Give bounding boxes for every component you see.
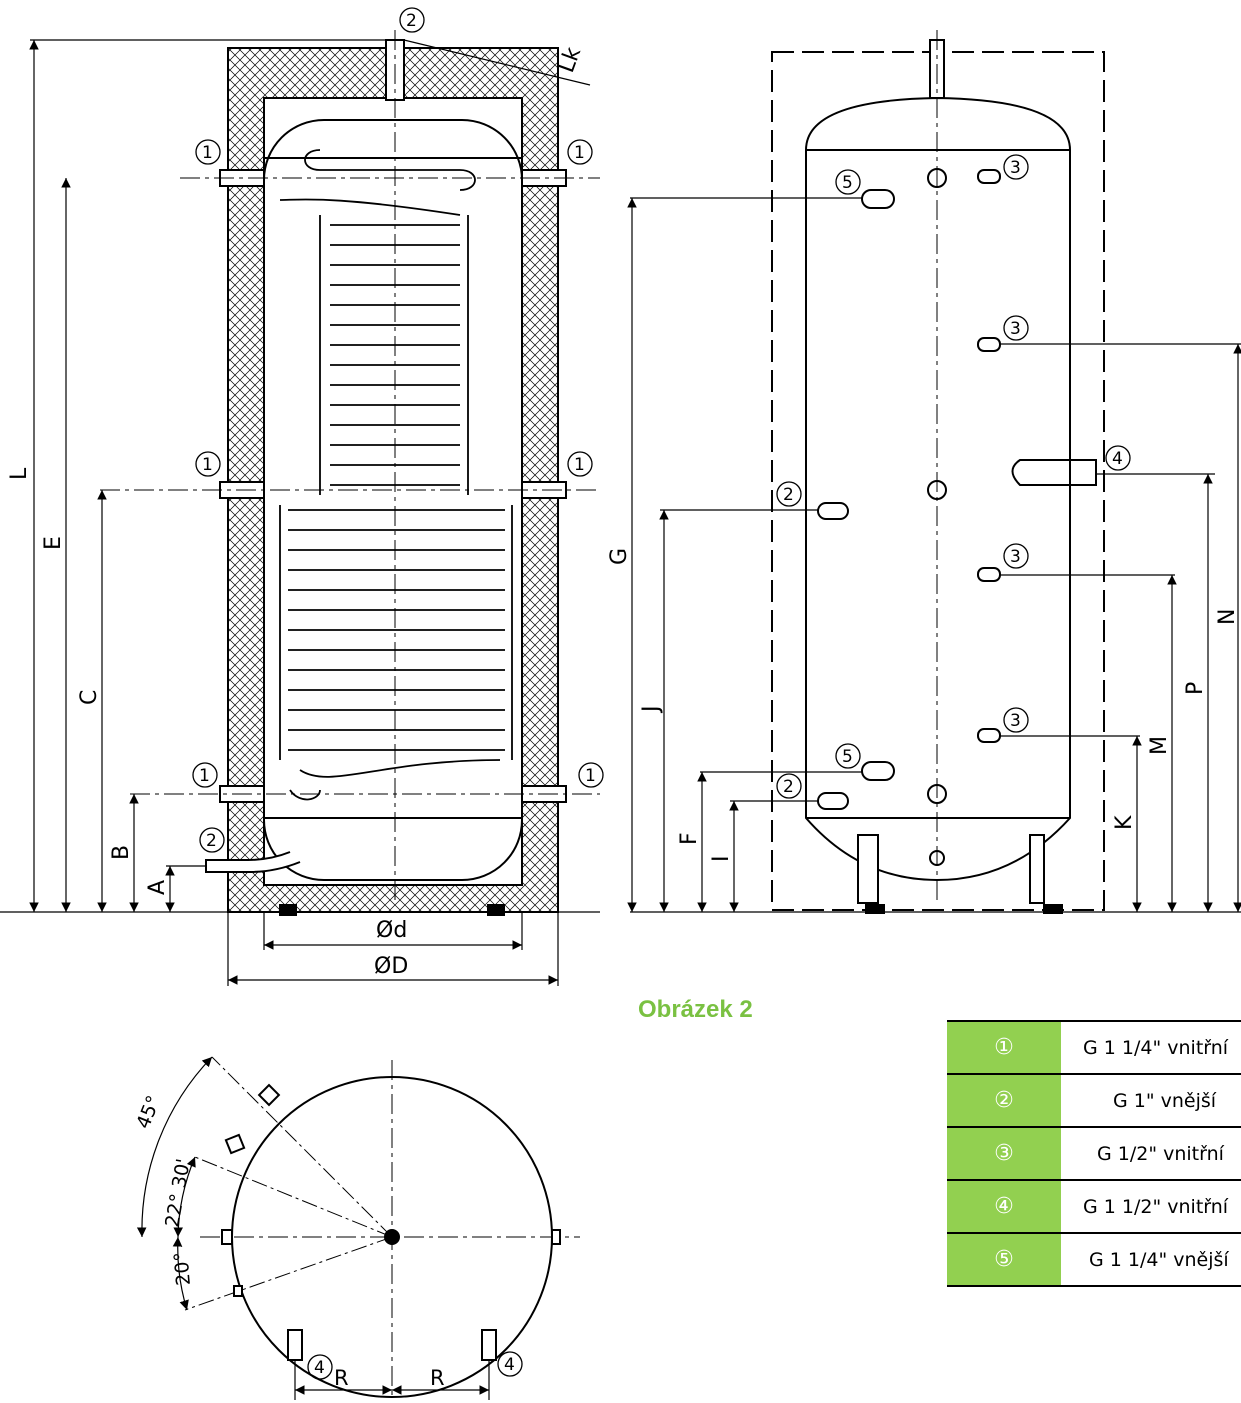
dim-J: J xyxy=(639,706,664,715)
right-dimension-labels: G J F I K M P N xyxy=(607,548,1240,862)
callout-3: 3 xyxy=(1010,319,1021,339)
legend-text: G 1 1/4" vnitřní xyxy=(1061,1020,1241,1075)
callout-1: 1 xyxy=(585,766,596,786)
dim-A: A xyxy=(145,880,170,895)
dim-B: B xyxy=(109,845,134,860)
top-view-dimensions xyxy=(136,1056,490,1400)
callout-2-top: 2 xyxy=(406,11,417,31)
section-view xyxy=(100,30,600,916)
callout-1: 1 xyxy=(202,143,213,163)
legend-mark: ① xyxy=(947,1020,1061,1075)
right-dimensions xyxy=(627,197,1241,913)
dim-C: C xyxy=(77,690,102,705)
callout-1: 1 xyxy=(202,455,213,475)
legend-mark: ④ xyxy=(947,1180,1061,1234)
tank-top-dome xyxy=(804,96,1072,151)
callout-1: 1 xyxy=(574,143,585,163)
legend-row: ④ G 1 1/2" vnitřní xyxy=(947,1180,1241,1234)
dim-P: P xyxy=(1183,682,1208,695)
legend-mark: ③ xyxy=(947,1127,1061,1181)
legend-mark: ② xyxy=(947,1074,1061,1128)
dim-D: ØD xyxy=(374,954,408,979)
callout-2: 2 xyxy=(206,831,217,851)
callout-1: 1 xyxy=(199,766,210,786)
dim-K: K xyxy=(1112,815,1137,830)
callout-1: 1 xyxy=(574,455,585,475)
front-view xyxy=(771,30,1105,914)
callout-4: 4 xyxy=(1112,449,1123,469)
lower-coil xyxy=(279,505,513,801)
callout-4: 4 xyxy=(314,1358,325,1378)
left-dimensions xyxy=(0,39,600,986)
callout-3: 3 xyxy=(1010,547,1021,567)
dim-F: F xyxy=(677,832,702,845)
callout-5: 5 xyxy=(842,173,853,193)
tank-body xyxy=(805,150,1071,882)
dim-N: N xyxy=(1215,609,1240,625)
callout-2: 2 xyxy=(783,485,794,505)
legend-row: ③ G 1/2" vnitřní xyxy=(947,1127,1241,1181)
callout-5: 5 xyxy=(842,747,853,767)
callout-3: 3 xyxy=(1010,711,1021,731)
callouts: 2 1 1 1 1 1 1 2 3 5 3 4 2 3 3 5 2 4 4 xyxy=(192,7,1131,1380)
dim-L: L xyxy=(7,467,32,480)
legend-row: ② G 1" vnější xyxy=(947,1074,1241,1128)
dim-I: I xyxy=(709,856,734,863)
callout-2: 2 xyxy=(783,777,794,797)
legend-row: ⑤ G 1 1/4" vnější xyxy=(947,1233,1241,1287)
legend-text: G 1" vnější xyxy=(1061,1074,1241,1128)
dim-R-right: R xyxy=(430,1366,445,1390)
figure-caption: Obrázek 2 xyxy=(638,996,753,1023)
angle-45: 45° xyxy=(132,1092,165,1131)
angle-22-30: 22° 30' xyxy=(161,1157,195,1229)
connection-legend: ① G 1 1/4" vnitřní ② G 1" vnější ③ G 1/2… xyxy=(947,1020,1241,1287)
legend-text: G 1 1/4" vnější xyxy=(1061,1233,1241,1287)
legend-mark: ⑤ xyxy=(947,1233,1061,1287)
dim-d: Ød xyxy=(376,918,407,943)
legend-text: G 1 1/2" vnitřní xyxy=(1061,1180,1241,1234)
legend-row: ① G 1 1/4" vnitřní xyxy=(947,1020,1241,1075)
dim-M: M xyxy=(1147,736,1172,755)
dim-G: G xyxy=(607,548,632,565)
legend-text: G 1/2" vnitřní xyxy=(1061,1127,1241,1181)
callout-4: 4 xyxy=(504,1355,515,1375)
callout-3: 3 xyxy=(1010,158,1021,178)
dim-E: E xyxy=(41,536,66,550)
dim-R-left: R xyxy=(334,1366,349,1390)
tank-shell xyxy=(263,119,523,881)
angle-20: 20° xyxy=(170,1251,195,1286)
top-view xyxy=(184,1056,580,1400)
